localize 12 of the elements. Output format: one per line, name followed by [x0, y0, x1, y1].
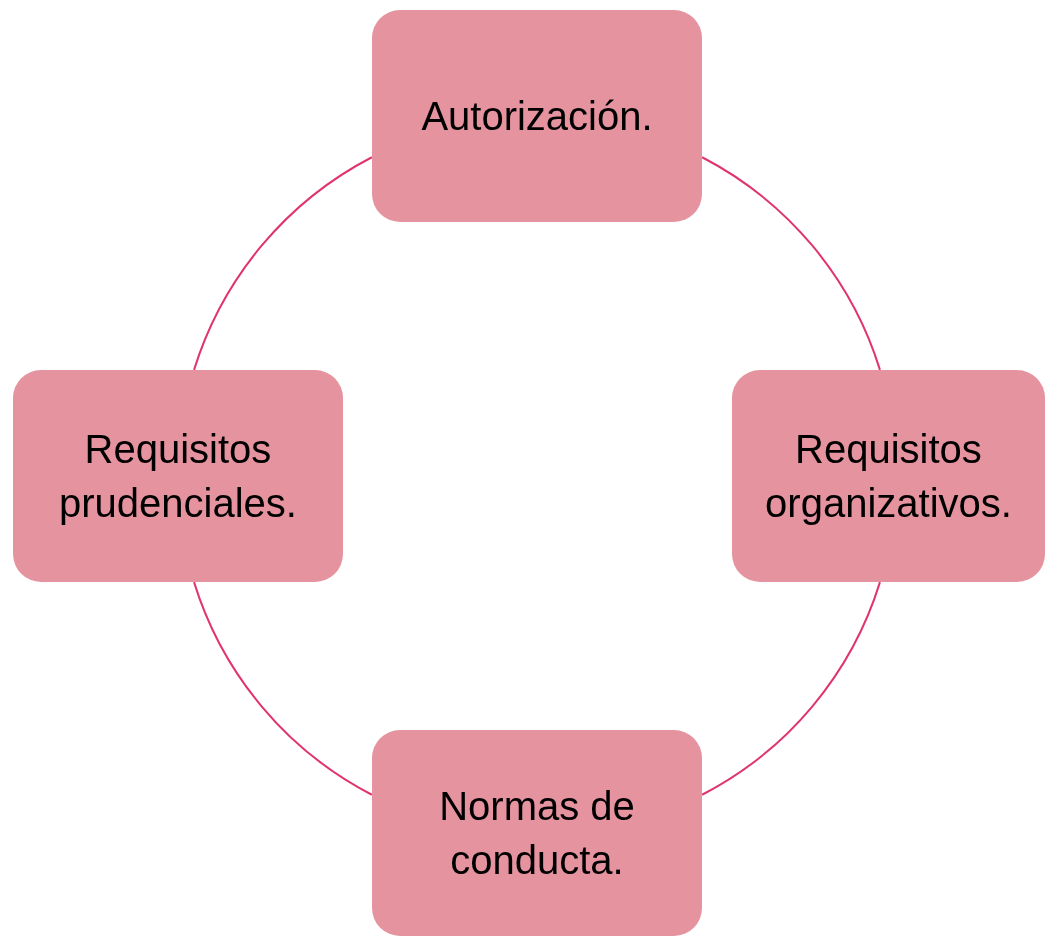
rounded-box: [732, 370, 1045, 582]
connector-arc: [701, 156, 881, 371]
connector-arc: [193, 581, 373, 796]
rounded-box: [372, 10, 702, 222]
box-label: Requisitos organizativos.: [764, 426, 1013, 527]
box-label: Autorización.: [421, 93, 653, 140]
rounded-box: [13, 370, 343, 582]
box-label: Requisitos prudenciales.: [58, 426, 298, 527]
rounded-box: [372, 730, 702, 936]
connector-arc: [193, 156, 373, 371]
connector-arc: [701, 581, 881, 796]
box-label: Normas de conducta.: [438, 783, 636, 884]
